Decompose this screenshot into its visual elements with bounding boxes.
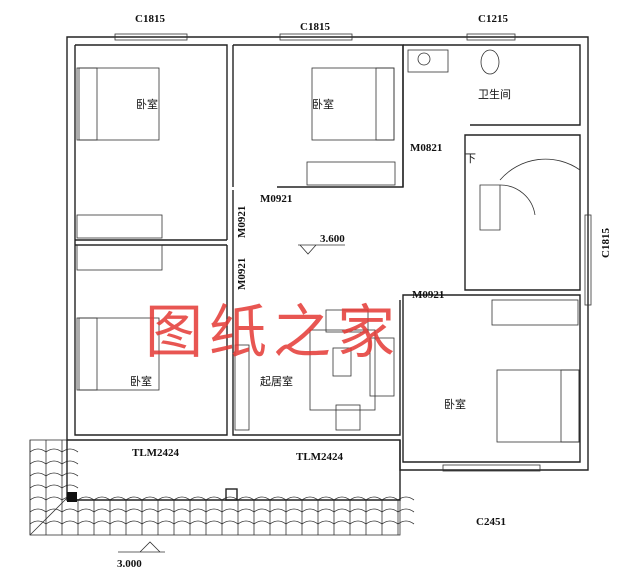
door-label: M0821 (410, 142, 442, 154)
watermark: 图纸之家 (145, 298, 401, 366)
window-label: C2451 (476, 516, 506, 528)
tile-row (29, 508, 415, 513)
door-label: TLM2424 (132, 447, 180, 459)
stairs-down-label: 下 (465, 152, 476, 165)
room-label: 卧室 (444, 397, 466, 411)
room-label: 卧室 (130, 374, 152, 388)
window-label: C1215 (478, 13, 508, 25)
elevation-label: 3.600 (320, 233, 345, 245)
walls (66, 36, 589, 502)
window-marks (114, 33, 592, 472)
tile-row (29, 460, 79, 465)
door-label: TLM2424 (296, 451, 344, 463)
door-label: M0921 (260, 193, 292, 205)
room-label: 卫生间 (478, 87, 511, 101)
window-label: C1815 (135, 13, 165, 25)
door-label: M0921 (412, 289, 444, 301)
elevation-label: 3.000 (117, 558, 142, 570)
tile-row (29, 472, 79, 477)
room-label: 卧室 (312, 97, 334, 111)
tile-row (29, 448, 79, 453)
tile-row (29, 520, 415, 525)
room-label: 卧室 (136, 97, 158, 111)
furniture (76, 49, 581, 443)
tile-row (29, 484, 79, 489)
window-label: C1815 (300, 21, 330, 33)
window-label: C1815 (600, 228, 612, 258)
door-label: M0921 (236, 258, 248, 290)
room-label: 起居室 (260, 374, 293, 388)
roof-tiles (29, 439, 415, 536)
door-label: M0921 (236, 206, 248, 238)
